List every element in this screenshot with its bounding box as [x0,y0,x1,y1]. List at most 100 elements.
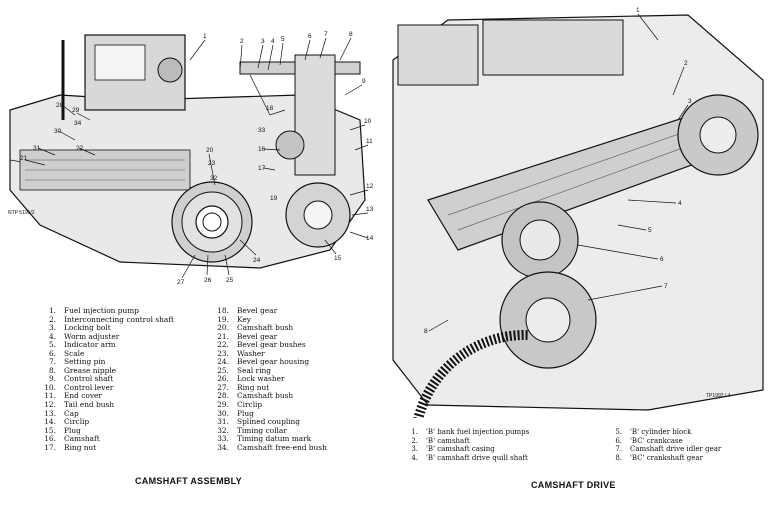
legend-item-text: Indicator arm [64,340,116,350]
legend-item-number: 21. [217,331,229,341]
callout-21: 21 [20,155,28,162]
legend-item: 2.'B' camshaft [398,437,529,446]
legend-item: 12.Tail end bush [36,400,174,410]
legend-item-number: 26. [217,374,229,384]
legend-item: 1.'B' bank fuel injection pumps [398,428,529,437]
camshaft-assembly-illustration: 1 2 3 4 5 6 7 8 9 10 11 12 13 14 15 16 1… [0,0,380,290]
callout-4: 4 [678,200,682,207]
legend-item: 13.Cap [36,408,174,419]
callout-7: 7 [324,31,328,38]
legend-item-number: 2. [48,314,56,324]
legend-item-text: 'B' camshaft [426,436,470,445]
callout-8: 8 [349,31,353,38]
legend-item-text: Bevel gear [237,331,278,341]
legend-item: 8.Grease nipple [36,366,174,376]
legend-item-text: Circlip [237,400,263,410]
legend-item-text: Interconnecting control shaft [64,314,175,324]
callout-1: 1 [203,33,207,40]
callout-11: 11 [366,138,373,145]
legend-item-number: 14. [44,417,56,427]
callout-numbers: 1 2 3 4 5 6 7 8 9 10 11 12 13 14 15 16 1… [8,31,374,286]
callout-19: 19 [270,195,278,202]
legend-item: 28.Camshaft bush [209,392,327,401]
legend-item-number: 30. [217,408,229,418]
callout-3: 3 [261,38,265,45]
callout-4: 4 [271,38,275,45]
legend-item-number: 17. [44,442,56,452]
callout-14: 14 [366,235,374,242]
callout-33: 33 [258,127,266,134]
callout-16: 16 [258,146,266,153]
legend-item-number: 29. [217,400,229,410]
callout-numbers: 1 2 3 4 5 6 7 8 TP1992 / 4 [424,7,731,399]
engine-block [392,14,764,411]
callout-leaders [24,37,369,279]
legend-item-text: 'B' camshaft casing [426,445,495,453]
legend-item-text: Cap [64,408,79,418]
legend-item: 5. Indicator arm [36,341,174,350]
figure-caption-camshaft-assembly: CAMSHAFT ASSEMBLY [135,476,242,486]
legend-item-text: Lock washer [237,374,285,384]
callout-25: 25 [226,277,234,284]
callout-5: 5 [281,36,285,43]
legend-item-number: 6. [48,348,56,358]
legend-item: 11.End cover [36,392,174,401]
legend-item-number: 5. [615,428,622,436]
legend-item-number: 1. [48,306,56,315]
camshaft-drive-illustration: 1 2 3 4 5 6 7 8 TP1992 / 4 [388,0,768,418]
fuel-injection-pump [61,34,186,120]
callout-26: 26 [204,277,212,284]
callout-32: 32 [210,175,218,182]
legend-item-number: 5. [48,340,56,350]
legend-item-text: Circlip [64,417,90,427]
legend-item-text: Bevel gear bushes [237,340,306,350]
legend-item-text: Plug [237,408,254,418]
legend-item-number: 20. [217,323,229,333]
legend-item-text: Setting pin [64,357,106,367]
legend-item-text: Tail end bush [64,400,115,410]
legend-item-text: Camshaft bush [237,391,294,401]
legend-item: 14. Circlip [36,418,174,427]
callout-6: 6 [308,33,312,40]
control-shaft-linkage [239,54,361,176]
legend-item: 19.Key [209,315,327,325]
legend-item: 2. Interconnecting control shaft [36,314,175,325]
callout-28: 28 [56,102,64,109]
idler-gear [501,201,579,279]
legend-item-text: 'B' camshaft drive quill shaft [426,453,528,462]
legend-item-number: 11. [44,391,56,401]
legend-item-text: Washer [237,348,265,358]
legend-item-number: 6. [615,436,622,445]
legend-item-text: Control lever [64,382,114,392]
legend-item-number: 9. [48,374,56,384]
callout-17: 17 [258,165,266,172]
legend-item-text: Timing collar [237,425,287,435]
legend-item-text: Camshaft bush [237,323,294,333]
legend-item: 10.Control lever [36,382,174,393]
callout-30: 30 [54,128,62,135]
legend-item-number: 4. [411,453,418,462]
legend-item: 3.'B' camshaft casing [398,445,529,454]
end-cover-gear [285,182,351,248]
legend-item-number: 7. [615,445,622,453]
legend-item-number: 25. [217,365,229,375]
legend-item: 16.Camshaft [36,435,174,444]
legend-item-number: 16. [44,434,56,444]
bevel-gear [171,181,253,263]
legend-item: 23.Washer [209,348,327,359]
legend-item: 17.Ring nut [36,442,174,453]
legend-item-number: 24. [217,357,229,367]
callout-29: 29 [72,107,80,114]
legend-item: 33.Timing datum mark [209,435,327,444]
legend-item-text: Locking bolt [64,323,111,333]
legend-item-number: 7. [48,357,56,367]
callout-22: 22 [76,145,84,152]
legend-item-text: Plug [64,425,81,435]
callout-34: 34 [74,120,82,127]
callout-13: 13 [366,206,374,213]
legend-item: 18.Bevel gear [209,306,327,316]
callout-27: 27 [177,279,185,286]
callout-15: 15 [334,255,342,262]
legend-item: 20. Camshaft bush [209,324,327,333]
